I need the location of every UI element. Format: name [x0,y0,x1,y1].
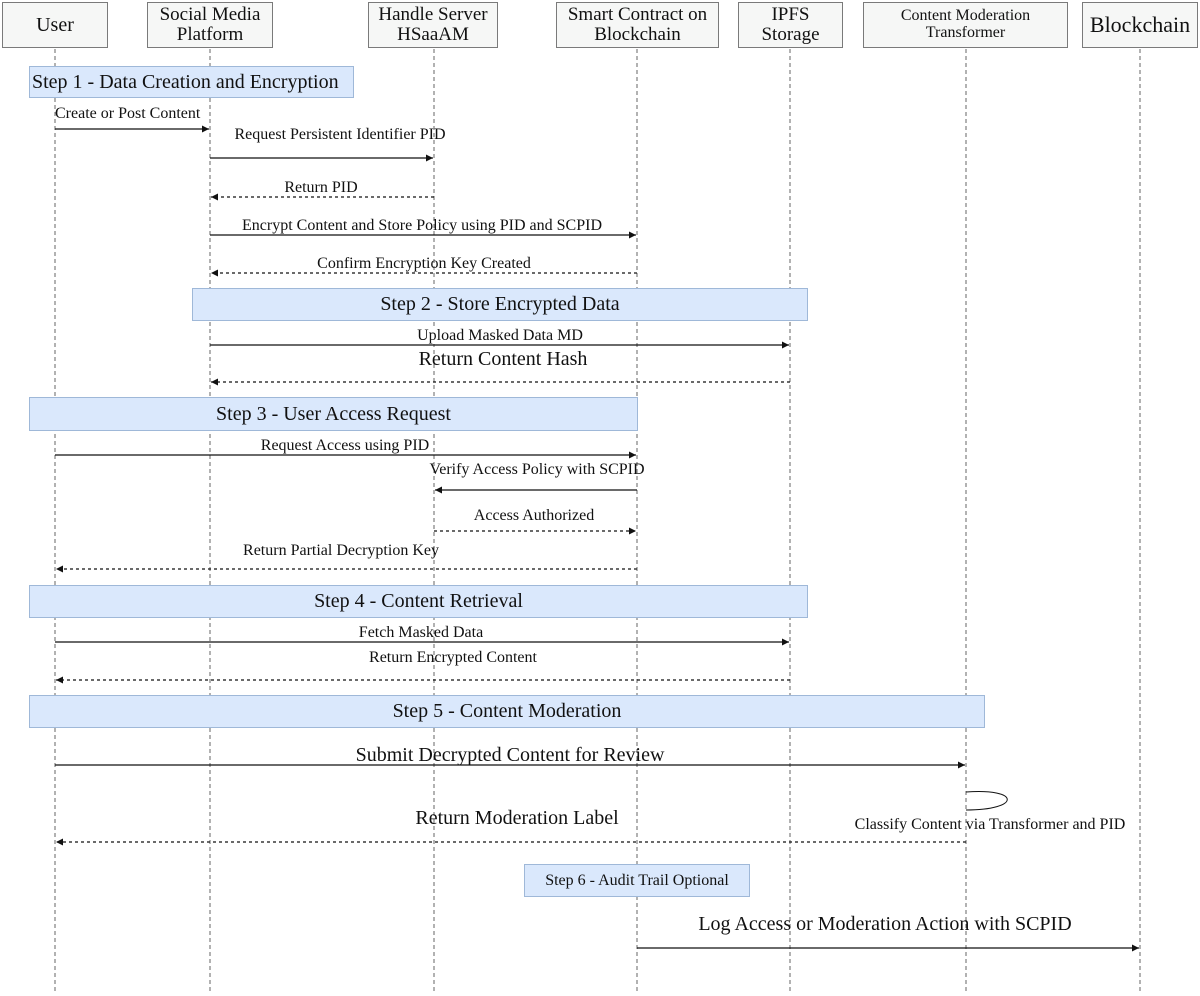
message-label-8: Request Access using PID [260,437,430,454]
participant-smp: Social Media Platform [147,2,273,48]
step-band-3: Step 3 - User Access Request [29,397,638,431]
step-band-5: Step 5 - Content Moderation [29,695,985,728]
step-band-4: Step 4 - Content Retrieval [29,585,808,618]
message-label-12: Fetch Masked Data [358,624,484,641]
message-label-1: Create or Post Content [55,105,201,122]
message-label-9: Verify Access Policy with SCPID [429,461,645,478]
message-label-2: Request Persistent Identifier PID [234,126,446,143]
message-label-5: Confirm Encryption Key Created [317,255,531,272]
message-label-7: Return Content Hash [418,348,588,370]
participant-ipfs: IPFS Storage [738,2,843,48]
message-label-16: Return Moderation Label [415,807,619,829]
message-label-6: Upload Masked Data MD [416,327,584,344]
message-label-17: Log Access or Moderation Action with SCP… [698,913,1072,935]
step-band-1: Step 1 - Data Creation and Encryption [29,66,354,98]
participant-bc: Blockchain [1082,2,1198,48]
participant-sc: Smart Contract on Blockchain [556,2,719,48]
message-label-10: Access Authorized [473,507,595,524]
participant-cmt: Content Moderation Transformer [863,2,1068,48]
message-label-14: Submit Decrypted Content for Review [355,744,665,766]
message-label-13: Return Encrypted Content [369,649,537,666]
message-label-15: Classify Content via Transformer and PID [854,816,1126,833]
message-label-3: Return PID [284,179,358,196]
step-band-6: Step 6 - Audit Trail Optional [524,864,750,897]
participant-user: User [2,2,108,48]
message-label-11: Return Partial Decryption Key [243,542,439,559]
step-band-2: Step 2 - Store Encrypted Data [192,288,808,321]
participant-hs: Handle Server HSaaAM [368,2,498,48]
message-label-4: Encrypt Content and Store Policy using P… [242,217,602,234]
self-message-arrow [965,791,1008,811]
